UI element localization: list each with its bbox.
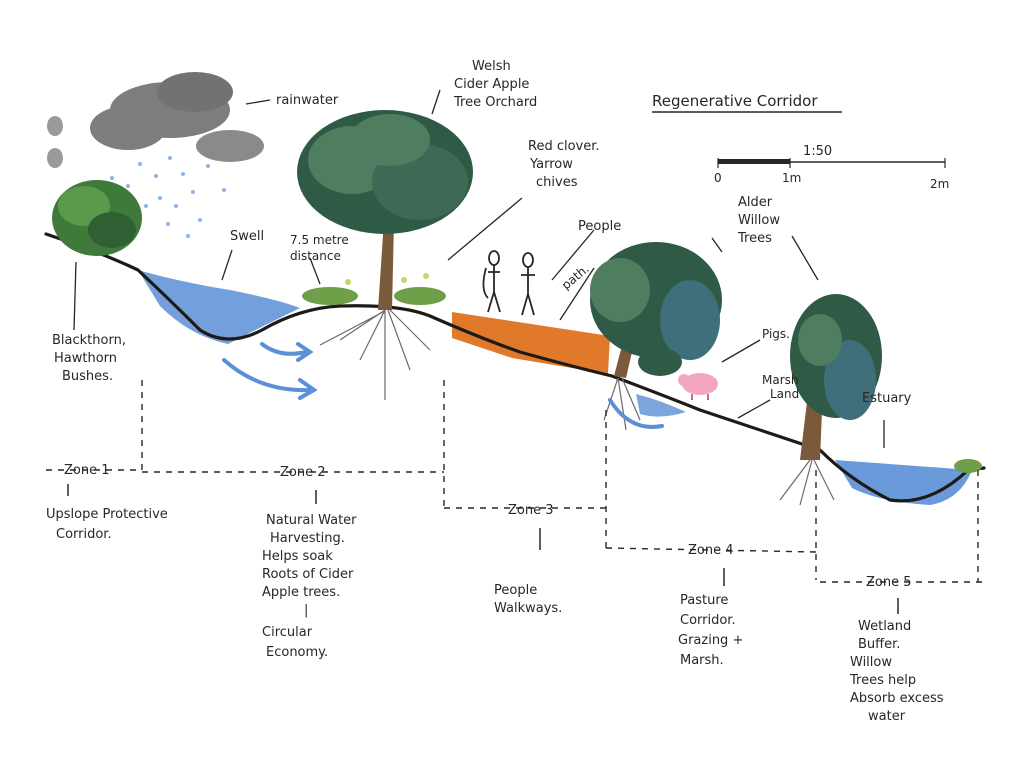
label-leader-lines	[73, 89, 885, 448]
label-pigs: Pigs.	[762, 327, 790, 341]
zone-3-desc-line-1: People	[494, 583, 537, 598]
label-alder-line-2: Willow	[738, 213, 780, 228]
estuary-water	[835, 460, 972, 505]
zone-4-desc-line-1: Pasture	[680, 593, 728, 608]
pig	[678, 373, 718, 400]
right-grass	[954, 459, 982, 473]
label-swell: Swell	[230, 229, 264, 244]
rain-cloud	[47, 72, 264, 168]
blackthorn-bush	[52, 180, 142, 256]
scale-tick-2: 2m	[930, 177, 949, 191]
label-distance-line-1: 7.5 metre	[290, 233, 349, 247]
zone-5-desc-line-5: Absorb excess	[850, 691, 944, 706]
zone-1-desc-line-2: Corridor.	[56, 527, 112, 542]
alder-willow-tree	[590, 242, 722, 431]
label-orchard-line-2: Cider Apple	[454, 77, 529, 92]
zone-2-desc-line-6: |	[304, 603, 308, 618]
zone-5-desc-line-2: Buffer.	[858, 637, 900, 652]
willow-tree-estuary	[779, 294, 882, 506]
scale-tick-0: 0	[714, 171, 722, 185]
label-estuary: Estuary	[862, 391, 912, 406]
zone-2-desc-line-4: Roots of Cider	[262, 567, 354, 582]
zone-5-desc-line-1: Wetland	[858, 619, 911, 634]
zone-4-desc-line-4: Marsh.	[680, 653, 724, 668]
label-people: People	[578, 219, 621, 234]
zone-2-desc-line-8: Economy.	[266, 645, 328, 660]
scale-tick-1: 1m	[782, 171, 801, 185]
label-herbs-line-1: Red clover.	[528, 139, 600, 154]
zone-5-name: Zone 5	[866, 575, 912, 590]
zone-1-name: Zone 1	[64, 463, 110, 478]
zone-2-desc-line-3: Helps soak	[262, 549, 333, 564]
zone-4-desc-line-2: Corridor.	[680, 613, 736, 628]
herb-plants	[302, 273, 446, 305]
scale-label: 1:50	[803, 144, 832, 159]
zone-3-desc-line-2: Walkways.	[494, 601, 562, 616]
label-alder-line-1: Alder	[738, 195, 773, 210]
zone-2-name: Zone 2	[280, 465, 326, 480]
people-figures	[482, 250, 535, 316]
label-orchard-line-1: Welsh	[472, 59, 511, 74]
label-herbs-line-2: Yarrow	[529, 157, 573, 172]
marsh-water	[636, 394, 686, 417]
scale-bar: 1:50 0 1m 2m	[714, 144, 949, 191]
label-distance-line-2: distance	[290, 249, 341, 263]
label-herbs-line-3: chives	[536, 175, 578, 190]
diagram-title: Regenerative Corridor	[652, 92, 818, 110]
ground-profile	[44, 232, 986, 503]
zone-1-desc-line-1: Upslope Protective	[46, 507, 168, 522]
zone-dividers	[46, 380, 982, 583]
label-marsh-line-2: Land	[770, 387, 799, 401]
zone-3-name: Zone 3	[508, 503, 554, 518]
label-rainwater: rainwater	[276, 93, 339, 108]
cider-apple-tree	[297, 110, 473, 400]
label-bushes-line-2: Hawthorn	[54, 351, 117, 366]
label-orchard-line-3: Tree Orchard	[453, 95, 537, 110]
zone-4-desc-line-3: Grazing +	[678, 633, 743, 648]
zone-ticks	[67, 484, 899, 614]
zone-5-desc-line-4: Trees help	[849, 673, 916, 688]
raindrops	[110, 156, 226, 238]
label-bushes-line-1: Blackthorn,	[52, 333, 126, 348]
zone-2-desc-line-1: Natural Water	[266, 513, 357, 528]
label-marsh-line-1: Marsh	[762, 373, 799, 387]
zone-2-desc-line-5: Apple trees.	[262, 585, 340, 600]
label-alder-line-3: Trees	[737, 231, 772, 246]
swale-water	[138, 270, 300, 344]
zone-2-desc-line-2: Harvesting.	[270, 531, 345, 546]
water-flow-arrows	[222, 342, 664, 429]
zone-5-desc-line-3: Willow	[850, 655, 892, 670]
zone-2-desc-line-7: Circular	[262, 625, 313, 640]
people-path	[452, 312, 610, 374]
zone-4-name: Zone 4	[688, 543, 734, 558]
zone-5-desc-line-6: water	[868, 709, 906, 724]
label-bushes-line-3: Bushes.	[62, 369, 113, 384]
